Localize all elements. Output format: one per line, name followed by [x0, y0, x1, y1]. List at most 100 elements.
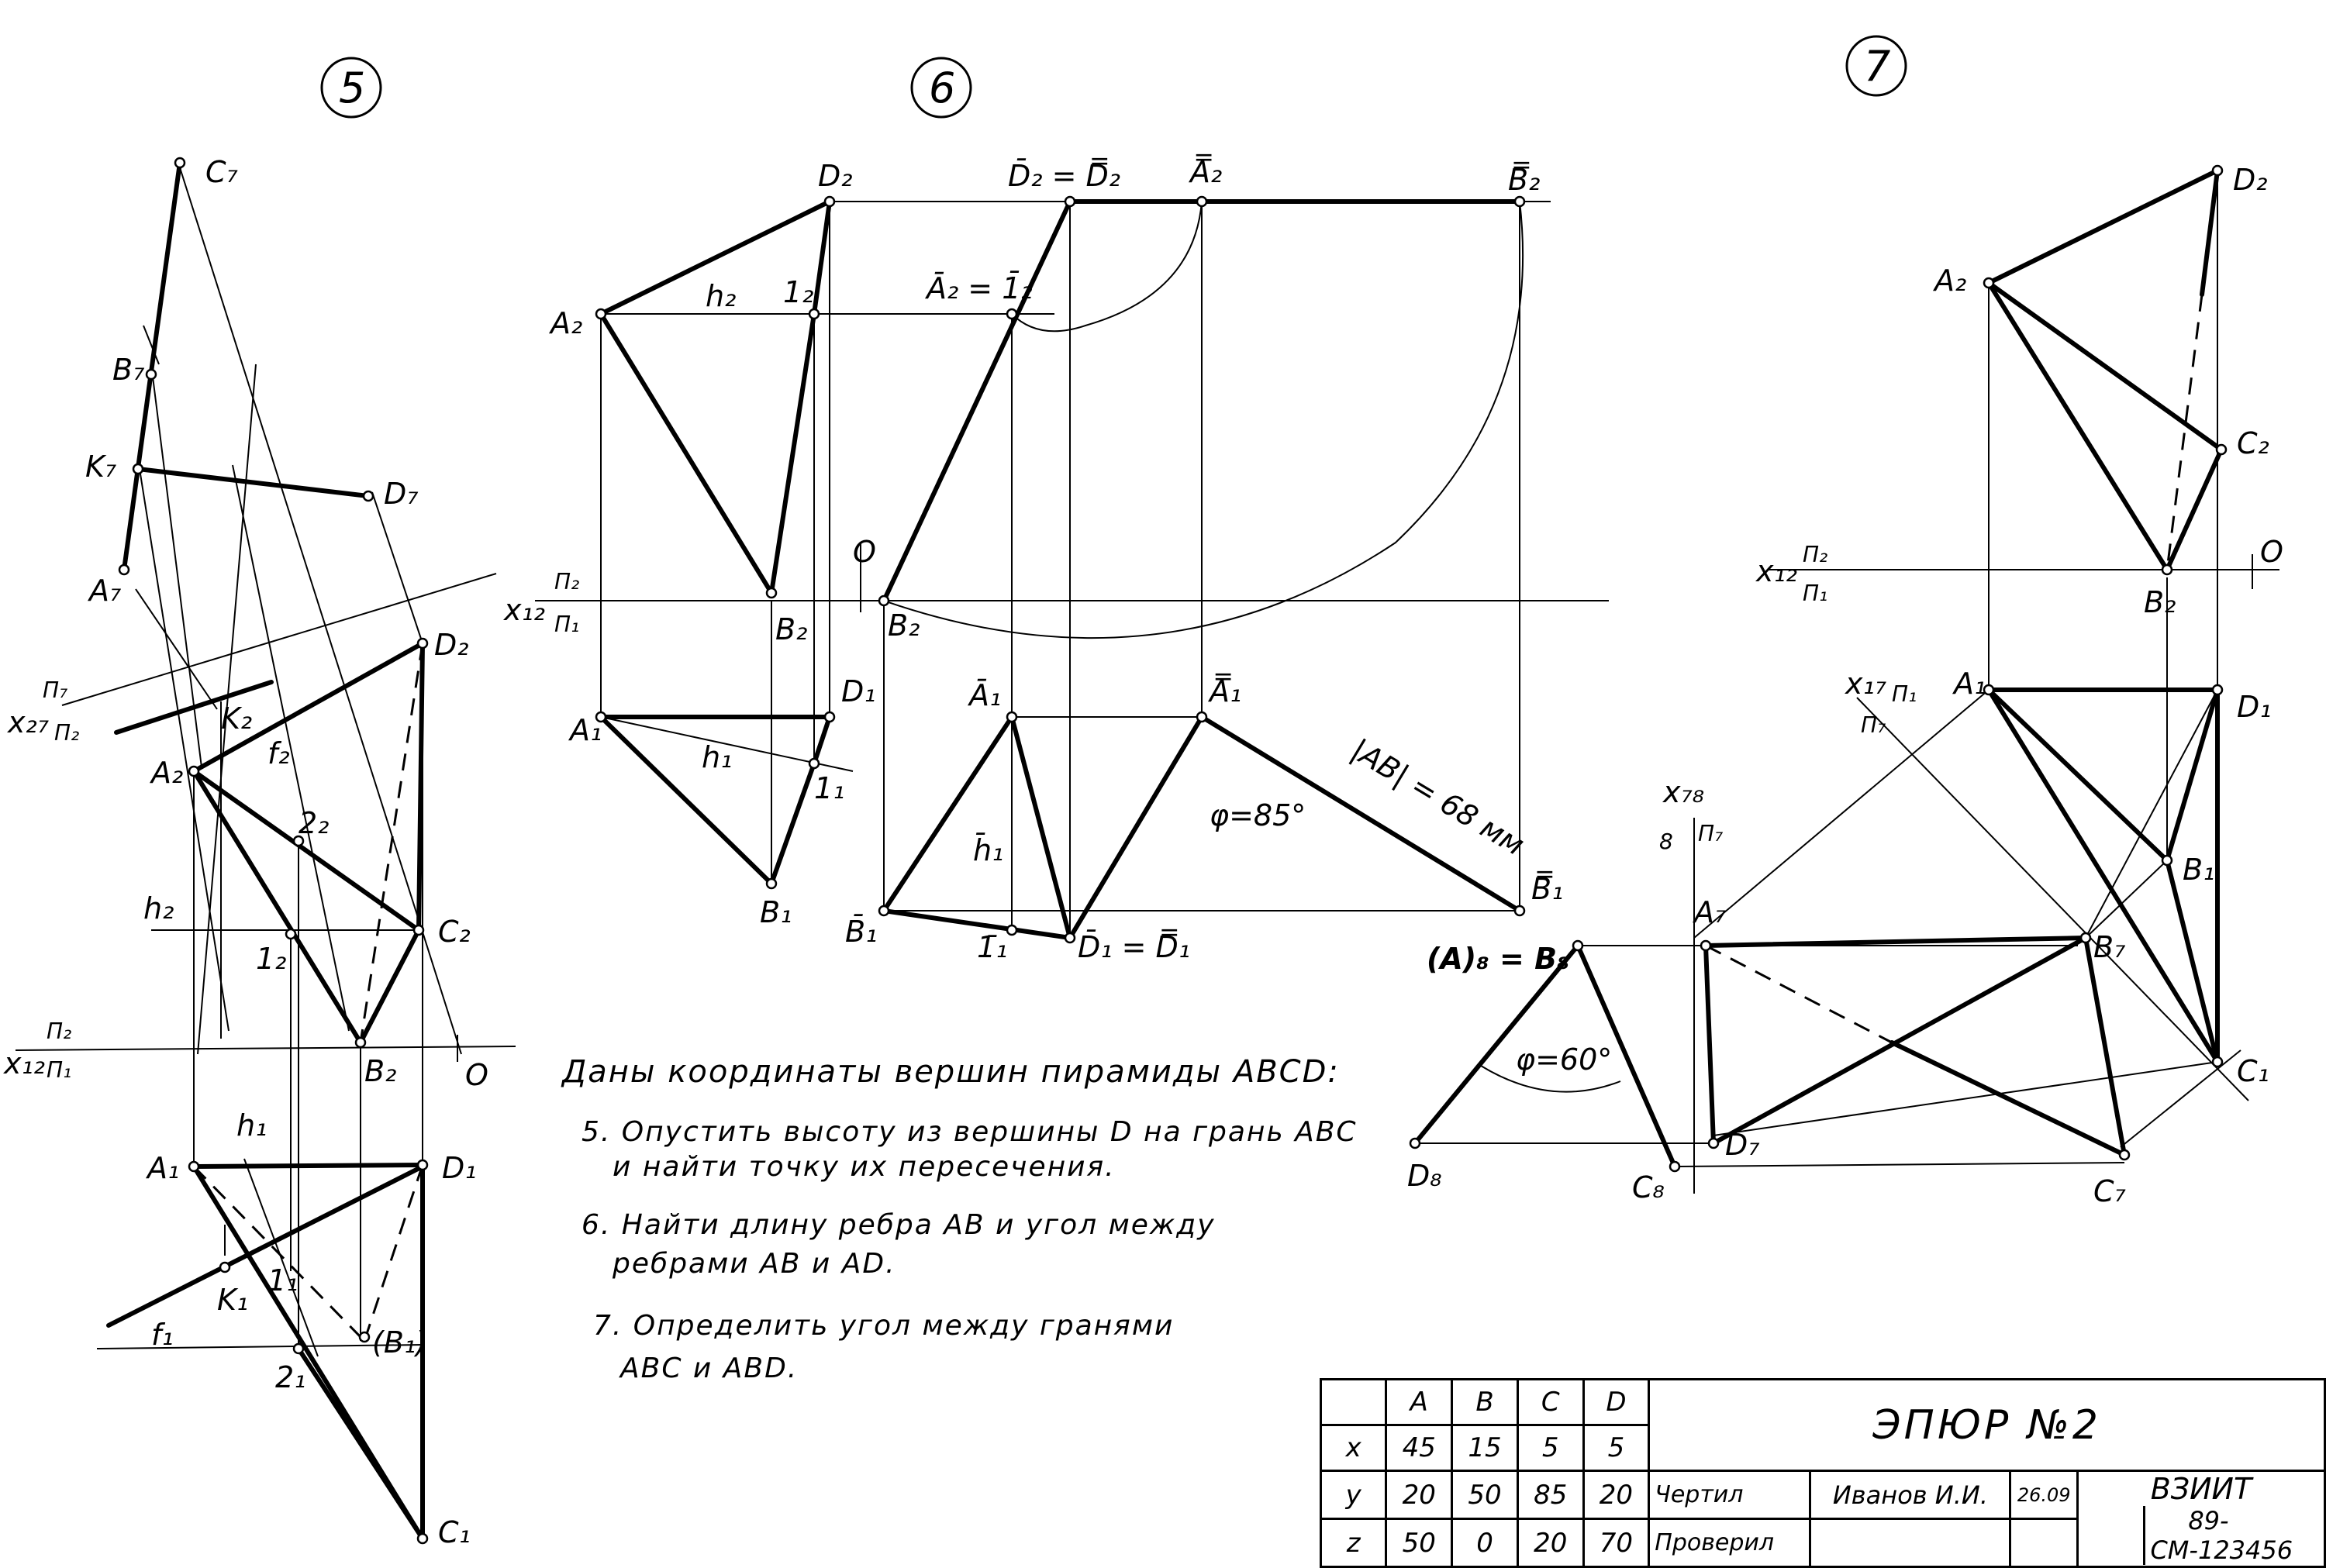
- svg-text:h₂: h₂: [706, 279, 736, 313]
- svg-text:φ=85°: φ=85°: [1210, 798, 1306, 832]
- title-block: A B C D ЭПЮР №2 x 45 15 5 5 y 20 50 85 2…: [1319, 1378, 2326, 1568]
- height-K7-D7: [136, 467, 371, 498]
- svg-text:D₁: D₁: [442, 1151, 477, 1185]
- svg-text:Π₇: Π₇: [1698, 821, 1724, 846]
- task-6-line1: 6. Найти длину ребра AB и угол между: [582, 1209, 1216, 1241]
- svg-text:B̿₂: B̿₂: [1508, 162, 1540, 197]
- svg-text:A₂: A₂: [548, 306, 582, 340]
- svg-text:C₇: C₇: [205, 155, 238, 189]
- svg-text:5: 5: [339, 64, 365, 112]
- svg-text:B̄₁: B̄₁: [845, 915, 877, 949]
- coord-cell: 20: [1385, 1470, 1454, 1520]
- coord-header-0: [1319, 1378, 1388, 1426]
- svg-text:1̄₁: 1̄₁: [977, 930, 1007, 964]
- coord-header-c: C: [1516, 1378, 1585, 1426]
- svg-text:B̿₁: B̿₁: [1531, 871, 1563, 906]
- svg-text:(B₁): (B₁): [372, 1325, 427, 1360]
- f1-line: [96, 1344, 423, 1349]
- svg-text:Π₂: Π₂: [554, 569, 579, 594]
- coord-cell: 50: [1385, 1518, 1454, 1568]
- checked-name: [1809, 1518, 2012, 1568]
- svg-text:7: 7: [1864, 42, 1890, 91]
- svg-text:Π₂: Π₂: [54, 720, 79, 746]
- coord-cell: y: [1319, 1470, 1388, 1520]
- coord-cell: 20: [1582, 1470, 1651, 1520]
- svg-text:x₂₇: x₂₇: [7, 705, 49, 739]
- coord-cell: z: [1319, 1518, 1388, 1568]
- axis-x27: [61, 573, 497, 706]
- svg-text:Π₂: Π₂: [47, 1018, 71, 1044]
- drawing-code: 89-СМ-123456: [2143, 1506, 2293, 1565]
- problem-5-construction: C₇ B₇ K₇ A₇ D₇ x₂₇ Π₇ Π₂ K₂ f₂ A₂ D₂ 2₂ …: [3, 155, 516, 1549]
- svg-text:h̄₁: h̄₁: [973, 833, 1003, 867]
- svg-text:C₇: C₇: [2093, 1174, 2126, 1208]
- svg-text:O: O: [465, 1058, 488, 1092]
- svg-text:Π₁: Π₁: [47, 1057, 71, 1083]
- svg-text:A₇: A₇: [1692, 895, 1726, 929]
- svg-text:h₂: h₂: [143, 891, 174, 925]
- svg-text:B₁: B₁: [2183, 853, 2214, 887]
- coord-cell: 20: [1516, 1518, 1585, 1568]
- svg-text:B₂: B₂: [888, 608, 920, 643]
- svg-text:2₁: 2₁: [275, 1360, 305, 1394]
- svg-text:Π₇: Π₇: [43, 677, 68, 703]
- svg-text:D̄₁ = D̿₁: D̄₁ = D̿₁: [1078, 929, 1190, 964]
- coord-header-d: D: [1582, 1378, 1651, 1426]
- svg-text:B₂: B₂: [364, 1054, 396, 1088]
- svg-text:D₁: D₁: [841, 674, 876, 708]
- task-heading: Даны координаты вершин пирамиды ABCD:: [562, 1054, 1340, 1090]
- svg-text:6: 6: [929, 64, 955, 112]
- svg-text:x₁₂: x₁₂: [3, 1046, 45, 1080]
- task-5-line2: и найти точку их пересечения.: [613, 1151, 1116, 1183]
- problem-6-construction: A₂ h₂ 1₂ D₂ D̄₂ = D̿₂ A̿₂ B̿₂ Ā₂ = 1̄₂ O…: [503, 154, 1609, 964]
- axis-x12: [15, 1046, 516, 1051]
- svg-text:K₇: K₇: [85, 450, 116, 484]
- organization-text: ВЗИИТ: [2150, 1472, 2252, 1506]
- coord-cell: 85: [1516, 1470, 1585, 1520]
- coord-cell: 15: [1451, 1424, 1519, 1472]
- coord-cell: 45: [1385, 1424, 1454, 1472]
- svg-text:Π₁: Π₁: [1803, 581, 1827, 606]
- svg-text:A₁: A₁: [1952, 667, 1986, 701]
- svg-text:D₂: D₂: [818, 159, 853, 193]
- svg-text:8: 8: [1659, 829, 1673, 854]
- svg-text:x₇₈: x₇₈: [1662, 775, 1704, 809]
- svg-text:f₂: f₂: [267, 736, 290, 770]
- drawn-label: Чертил: [1648, 1470, 1812, 1520]
- coord-header-a: A: [1385, 1378, 1454, 1426]
- svg-text:Π₇: Π₇: [1861, 712, 1886, 738]
- svg-text:K₁: K₁: [217, 1283, 248, 1317]
- svg-text:1₂: 1₂: [783, 275, 813, 309]
- coord-cell: 5: [1582, 1424, 1651, 1472]
- svg-text:O: O: [853, 535, 876, 569]
- coord-cell: x: [1319, 1424, 1388, 1472]
- drawn-date: 26.09: [2009, 1470, 2079, 1520]
- svg-text:D̄₂ = D̿₂: D̄₂ = D̿₂: [1008, 158, 1120, 193]
- svg-text:φ=60°: φ=60°: [1516, 1042, 1612, 1077]
- task-7-line1: 7. Определить угол между гранями: [593, 1310, 1175, 1342]
- svg-text:B₂: B₂: [775, 612, 807, 646]
- svg-text:Ā₁: Ā₁: [967, 678, 1001, 712]
- task-5-line1: 5. Опустить высоту из вершины D на грань…: [582, 1116, 1358, 1148]
- drawing-title: ЭПЮР №2: [1648, 1378, 2326, 1472]
- svg-text:1₁: 1₁: [267, 1263, 298, 1297]
- svg-text:x₁₂: x₁₂: [503, 593, 545, 627]
- drawn-name: Иванов И.И.: [1809, 1470, 2012, 1520]
- task-7-line2: ABC и ABD.: [620, 1353, 799, 1384]
- svg-text:O: O: [2260, 535, 2283, 569]
- svg-text:f₁: f₁: [151, 1318, 174, 1352]
- svg-text:A̿₁: A̿₁: [1207, 674, 1241, 708]
- svg-text:D₁: D₁: [2237, 690, 2272, 724]
- svg-text:B₇: B₇: [112, 353, 144, 387]
- svg-text:Π₁: Π₁: [554, 612, 579, 637]
- svg-text:x₁₂: x₁₂: [1755, 554, 1797, 588]
- svg-text:A₂: A₂: [1932, 264, 1966, 298]
- svg-text:C₁: C₁: [2237, 1054, 2269, 1088]
- svg-text:1₂: 1₂: [256, 942, 286, 976]
- svg-text:D₇: D₇: [384, 477, 419, 511]
- svg-text:x₁₇: x₁₇: [1845, 667, 1886, 701]
- svg-text:h₁: h₁: [236, 1108, 267, 1142]
- svg-text:h₁: h₁: [702, 740, 732, 774]
- axis-x17: [1856, 697, 2249, 1101]
